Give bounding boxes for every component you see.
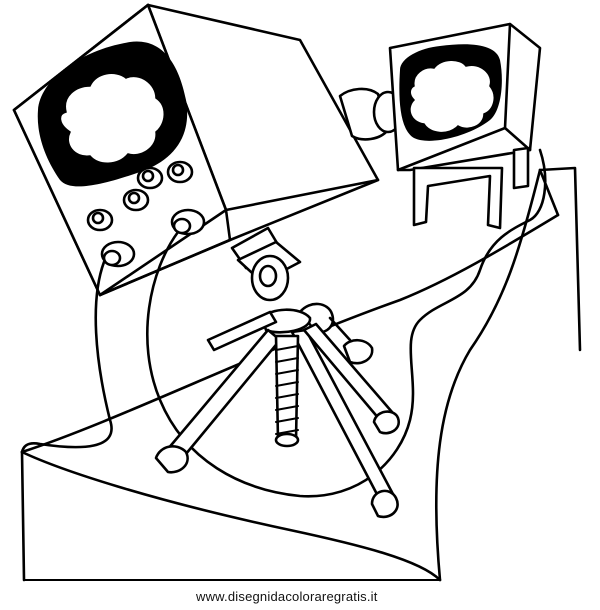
- knobs: [86, 160, 206, 268]
- cables: [20, 148, 547, 498]
- illustration: [12, 3, 582, 582]
- table: [20, 166, 582, 582]
- camera-tripod-icon: [154, 226, 400, 519]
- watermark-text: www.disegnidacoloraregratis.it: [196, 589, 378, 604]
- monitor-icon: [388, 22, 542, 230]
- oscilloscope-icon: [12, 3, 404, 297]
